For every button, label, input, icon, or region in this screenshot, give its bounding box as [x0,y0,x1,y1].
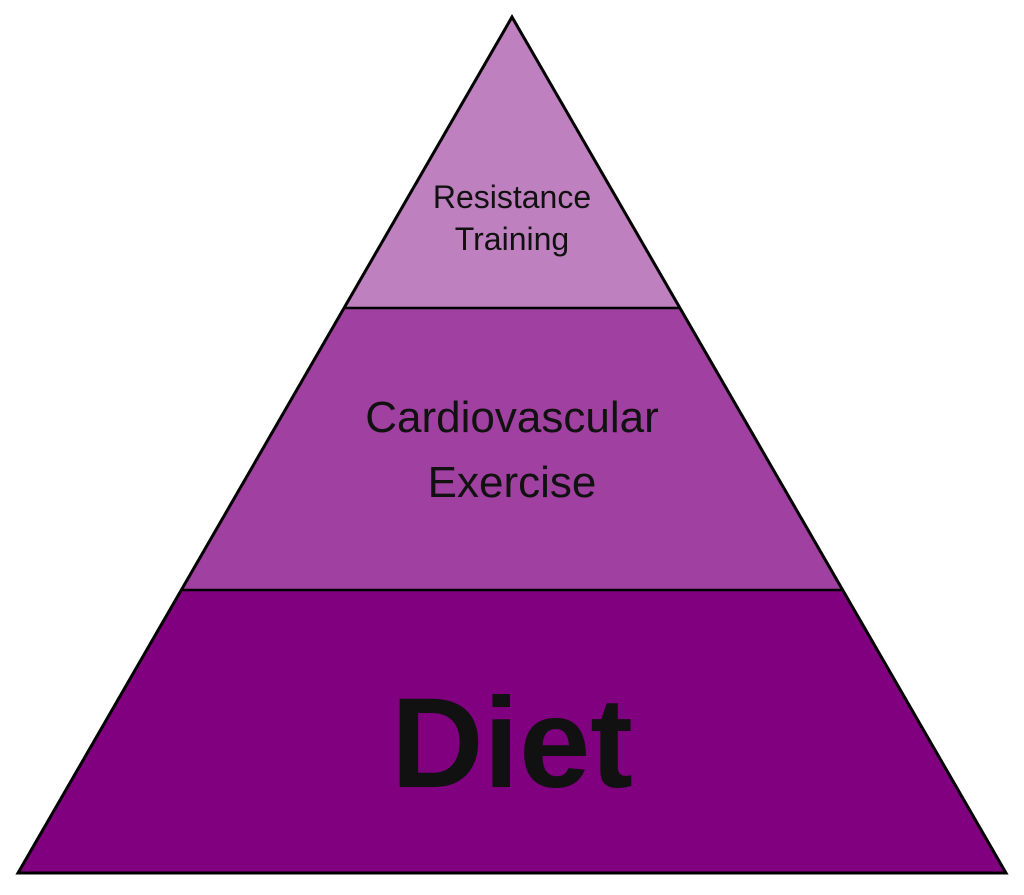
tier-base-label: Diet [391,672,633,815]
tier-top-label-line-2: Training [455,221,569,257]
tier-middle-label-line-2: Exercise [428,458,597,507]
pyramid-tier-middle [181,308,843,590]
pyramid-tier-top [344,17,680,308]
tier-middle-label-line-1: Cardiovascular [365,393,658,442]
pyramid-outline [15,13,1009,875]
tier-top-label-line-1: Resistance [433,179,591,215]
pyramid-tier-base [18,590,1006,873]
